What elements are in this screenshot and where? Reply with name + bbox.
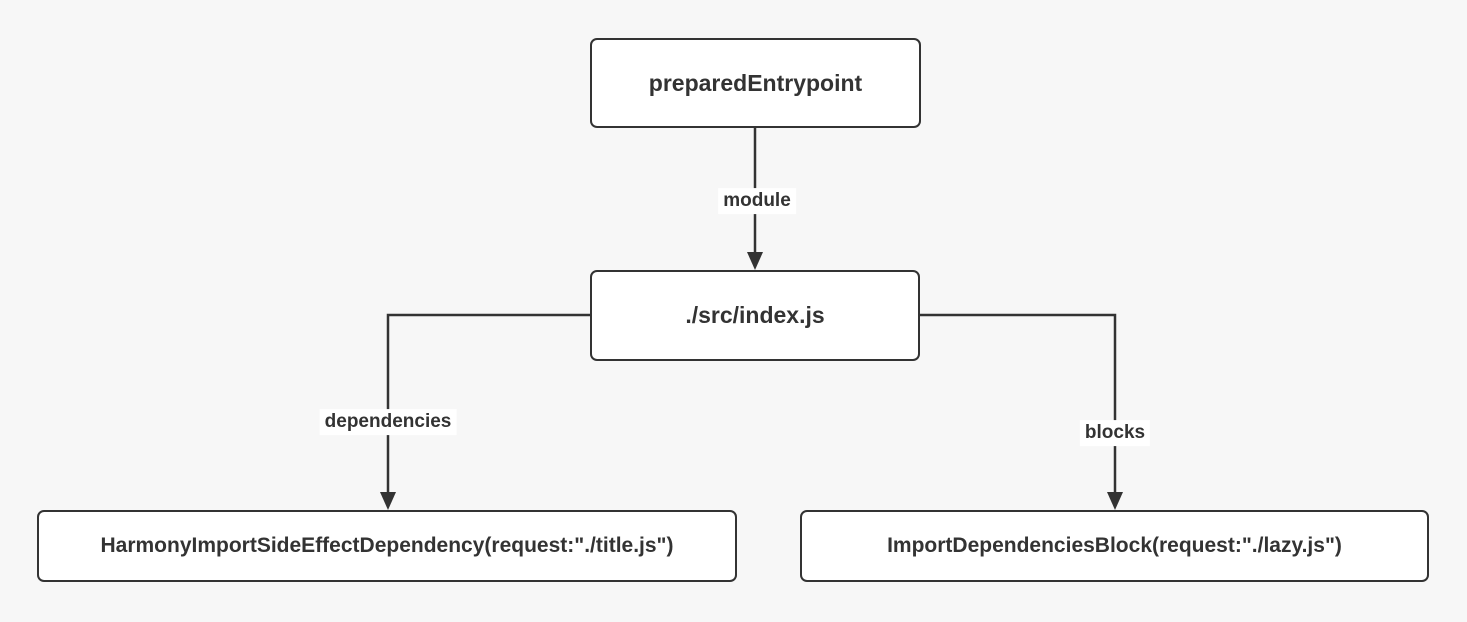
node-prepared-entrypoint: preparedEntrypoint (590, 38, 921, 128)
edge-label-module: module (718, 188, 796, 214)
node-prepared-entrypoint-label: preparedEntrypoint (648, 69, 863, 96)
edge-label-blocks: blocks (1079, 420, 1151, 446)
edge-label-dependencies: dependencies (319, 409, 457, 435)
node-src-index-js-label: ./src/index.js (685, 302, 825, 328)
node-import-dependencies-block: ImportDependenciesBlock(request:"./lazy.… (800, 510, 1429, 582)
node-import-dependencies-block-label: ImportDependenciesBlock(request:"./lazy.… (887, 534, 1342, 557)
node-harmony-import-side-effect-dependency-label: HarmonyImportSideEffectDependency(reques… (100, 534, 674, 557)
node-harmony-import-side-effect-dependency: HarmonyImportSideEffectDependency(reques… (37, 510, 737, 582)
node-src-index-js: ./src/index.js (590, 270, 920, 361)
edge-blocks (920, 313, 1123, 510)
